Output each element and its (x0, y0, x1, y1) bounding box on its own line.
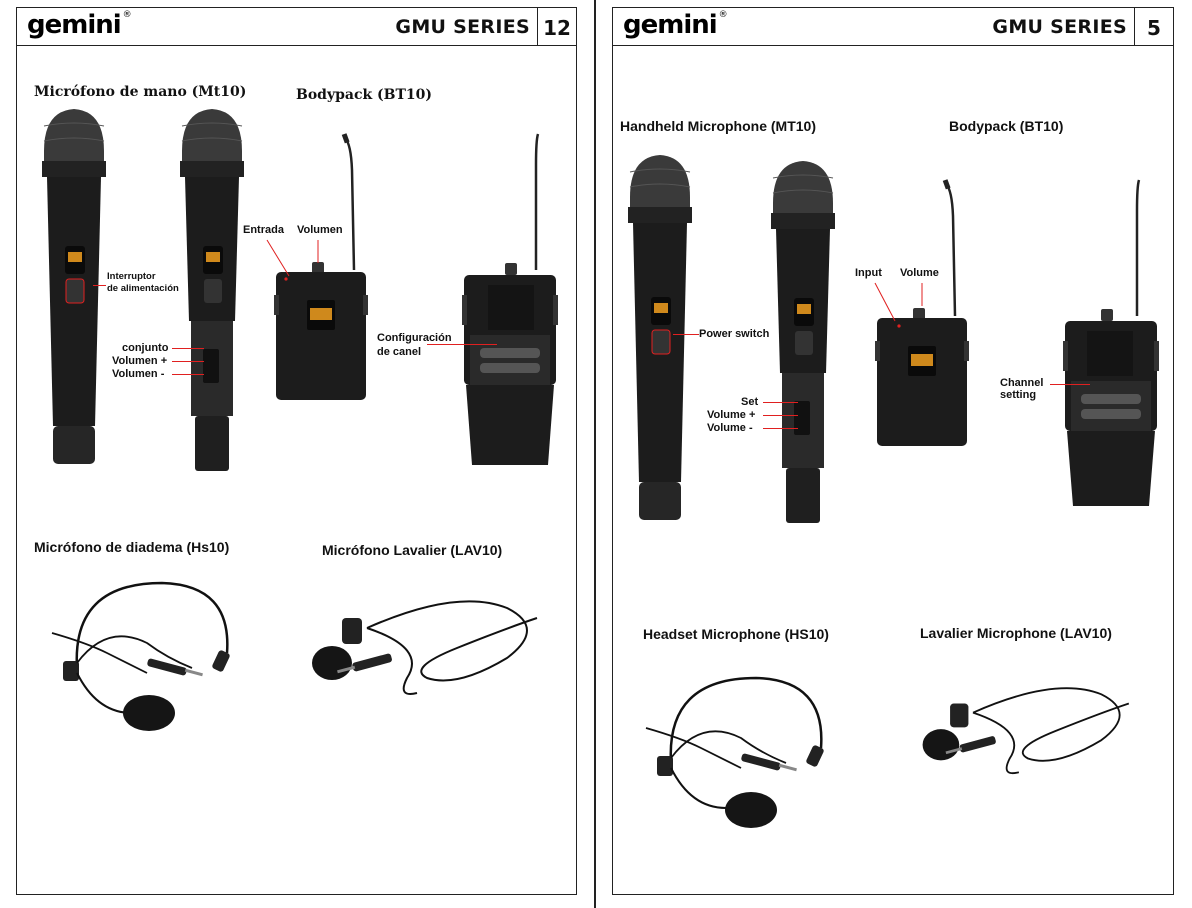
input-leader (874, 282, 896, 322)
brand-text: gemini (623, 10, 718, 40)
bodypack-front-image (875, 179, 969, 446)
handheld-mic-front-image (628, 155, 692, 520)
trademark: ® (122, 10, 132, 21)
power-switch-label-1: Interruptor (107, 271, 156, 282)
vol-up-leader (763, 415, 798, 416)
lavalier-mic-image (312, 600, 538, 695)
page-header: gemini® GMU SERIES 12 (17, 8, 576, 46)
volume-label: Volume (900, 267, 939, 279)
spread-divider (594, 0, 596, 908)
vol-up-leader (172, 361, 204, 362)
input-label: Input (855, 267, 882, 279)
left-page: gemini® GMU SERIES 12 Micrófono de mano … (16, 7, 577, 895)
channel-setting-label-2: setting (1000, 389, 1037, 401)
trademark: ® (718, 10, 728, 21)
vol-down-leader (172, 374, 204, 375)
lavalier-title: Micrófono Lavalier (LAV10) (322, 542, 503, 558)
bodypack-title: Bodypack (BT10) (296, 87, 433, 103)
set-label: Set (741, 396, 759, 408)
set-leader (763, 402, 798, 403)
headset-mic-image (51, 581, 230, 731)
power-switch-label-2: de alimentación (107, 283, 179, 294)
page-header: gemini® GMU SERIES 5 (613, 8, 1173, 46)
lavalier-title: Lavalier Microphone (LAV10) (920, 625, 1112, 641)
brand-text: gemini (27, 10, 122, 40)
channel-leader (1050, 384, 1090, 385)
volume-leader (921, 283, 923, 306)
page-number: 12 (537, 8, 576, 45)
volume-leader (317, 240, 319, 263)
volume-label: Volumen (297, 224, 343, 236)
input-leader (266, 239, 290, 277)
set-leader (172, 348, 204, 349)
set-label: conjunto (122, 342, 169, 354)
lavalier-mic-image (922, 687, 1130, 775)
power-leader (93, 285, 106, 286)
brand-logo: gemini® (623, 10, 728, 40)
series-title: GMU SERIES (395, 16, 530, 38)
headset-title: Headset Microphone (HS10) (643, 626, 829, 642)
handheld-title: Micrófono de mano (Mt10) (34, 84, 247, 100)
vol-down-leader (763, 428, 798, 429)
channel-setting-label-2: de canel (377, 346, 422, 358)
right-page: gemini® GMU SERIES 5 Handheld Microphone… (612, 7, 1174, 895)
bodypack-front-image (274, 133, 368, 400)
handheld-mic-side-image (771, 161, 835, 523)
bodypack-back-image (1063, 179, 1159, 506)
channel-leader (427, 344, 497, 345)
bodypack-back-image (462, 133, 558, 465)
volume-up-label: Volume + (707, 409, 756, 421)
page-number: 5 (1134, 8, 1173, 45)
channel-setting-label-1: Channel (1000, 377, 1044, 389)
bodypack-title: Bodypack (BT10) (949, 118, 1064, 134)
input-label: Entrada (243, 224, 284, 236)
brand-logo: gemini® (27, 10, 132, 40)
channel-setting-label-1: Configuración (377, 332, 452, 344)
volume-down-label: Volume - (707, 422, 753, 434)
series-title: GMU SERIES (992, 16, 1127, 38)
volume-down-label: Volumen - (112, 368, 165, 380)
volume-up-label: Volumen + (112, 355, 168, 367)
headset-mic-image (645, 676, 824, 828)
handheld-mic-front-image (42, 109, 106, 464)
headset-title: Micrófono de diadema (Hs10) (34, 539, 230, 555)
handheld-title: Handheld Microphone (MT10) (620, 118, 816, 134)
power-leader (673, 334, 699, 335)
handheld-mic-side-image (180, 109, 244, 471)
power-switch-label: Power switch (699, 328, 770, 340)
